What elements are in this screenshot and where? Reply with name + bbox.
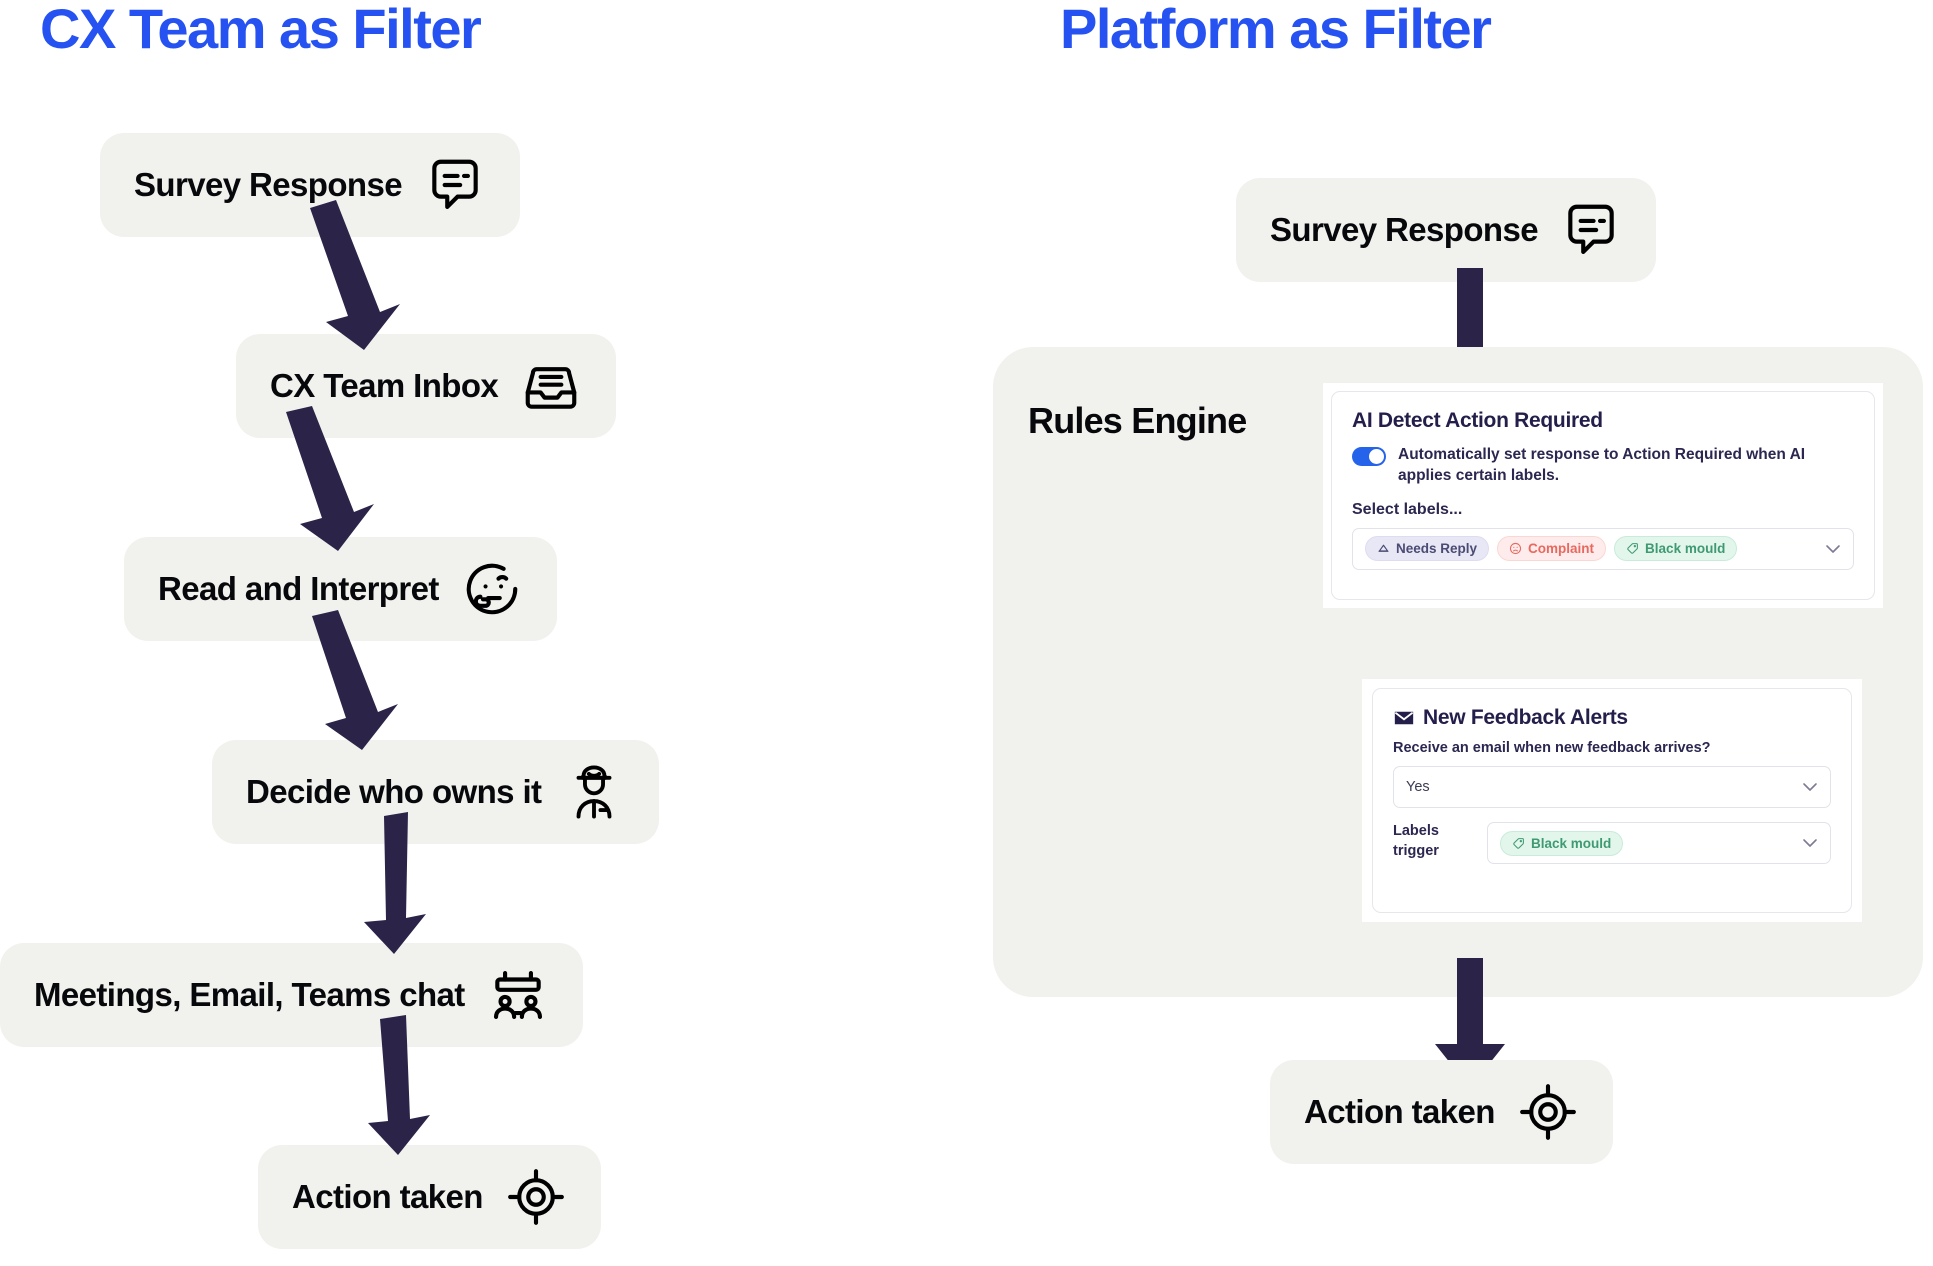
card-title: New Feedback Alerts (1423, 706, 1628, 729)
node-label: Decide who owns it (246, 773, 542, 810)
node-survey-response-right[interactable]: Survey Response (1236, 178, 1656, 282)
chip-black-mould[interactable]: Black mould (1614, 536, 1738, 562)
email-alerts-value: Yes (1406, 779, 1430, 795)
chip-needs-reply[interactable]: Needs Reply (1365, 536, 1490, 562)
flow-arrow-3 (300, 610, 410, 750)
flow-arrow-5 (350, 1015, 450, 1155)
node-cx-team-inbox[interactable]: CX Team Inbox (236, 334, 617, 438)
chip-black-mould[interactable]: Black mould (1500, 830, 1624, 856)
labels-trigger-label: Labels trigger (1393, 823, 1439, 859)
chevron-down-icon[interactable] (1802, 780, 1818, 794)
select-labels-label: Select labels... (1352, 500, 1463, 518)
flow-arrow-2 (272, 406, 382, 551)
toggle-description: Automatically set response to Action Req… (1398, 446, 1806, 484)
new-feedback-alerts-card: New Feedback Alerts Receive an email whe… (1362, 679, 1862, 922)
chip-label: Needs Reply (1396, 541, 1478, 557)
right-panel-title: Platform as Filter (1060, 0, 1492, 60)
auto-action-required-toggle-row[interactable]: Automatically set response to Action Req… (1352, 445, 1854, 487)
inbox-tray-icon (520, 355, 582, 417)
node-decide-who-owns-it[interactable]: Decide who owns it (212, 740, 660, 844)
speech-bubble-icon (424, 154, 486, 216)
node-label: Meetings, Email, Teams chat (34, 976, 465, 1013)
left-panel-title: CX Team as Filter (40, 0, 482, 60)
chip-label: Black mould (1645, 541, 1726, 557)
labels-trigger-select[interactable]: Black mould (1487, 822, 1831, 864)
officer-person-icon (563, 761, 625, 823)
node-label: Read and Interpret (158, 570, 439, 607)
flow-arrow-1 (292, 200, 402, 350)
target-crosshair-icon (1517, 1081, 1579, 1143)
node-label: Survey Response (1270, 211, 1539, 248)
node-label: CX Team Inbox (270, 367, 499, 404)
ai-detect-action-required-card: AI Detect Action Required Automatically … (1323, 383, 1883, 608)
auto-action-required-toggle[interactable] (1352, 447, 1386, 466)
target-crosshair-icon (505, 1166, 567, 1228)
node-label: Action taken (1304, 1093, 1495, 1130)
node-meetings-email-teams-chat[interactable]: Meetings, Email, Teams chat (0, 943, 583, 1047)
thinking-face-icon (461, 558, 523, 620)
envelope-icon (1393, 707, 1415, 729)
node-action-taken-left[interactable]: Action taken (258, 1145, 601, 1249)
meeting-table-icon (487, 964, 549, 1026)
flow-arrow-4 (350, 812, 450, 954)
speech-bubble-icon (1560, 199, 1622, 261)
chip-label: Complaint (1528, 541, 1595, 557)
chip-label: Black mould (1531, 835, 1612, 851)
node-label: Action taken (292, 1178, 483, 1215)
chevron-down-icon[interactable] (1825, 542, 1841, 556)
node-action-taken-right[interactable]: Action taken (1270, 1060, 1613, 1164)
email-alerts-select[interactable]: Yes (1393, 766, 1831, 808)
node-label: Survey Response (134, 166, 403, 203)
card-title: AI Detect Action Required (1352, 409, 1603, 432)
labels-multiselect[interactable]: Needs Reply Complaint Black mould (1352, 527, 1854, 570)
flow-arrow-right-bottom (1425, 958, 1515, 1088)
rules-engine-label: Rules Engine (1028, 400, 1247, 441)
node-survey-response-left[interactable]: Survey Response (100, 133, 520, 237)
email-question-label: Receive an email when new feedback arriv… (1393, 740, 1711, 756)
chevron-down-icon[interactable] (1802, 836, 1818, 850)
chip-complaint[interactable]: Complaint (1497, 536, 1607, 562)
toggle-knob (1369, 449, 1384, 464)
